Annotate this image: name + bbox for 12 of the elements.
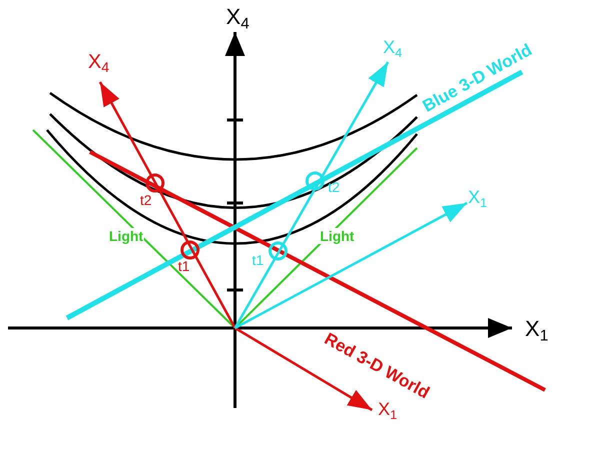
axis-label: X$_{4}$ <box>226 6 250 32</box>
axis-label: X$_{4}$ <box>88 52 110 74</box>
axis-label: X$_{4}$ <box>383 38 402 60</box>
light-label: Light <box>319 228 356 244</box>
axis-label: X$_{1}$ <box>468 188 488 210</box>
event-label: t1 <box>178 259 190 273</box>
event-label: t2 <box>328 180 340 194</box>
event-label: t2 <box>140 193 152 207</box>
axis-label: X$_{1}$ <box>378 400 398 422</box>
axis-label: X$_{1}$ <box>525 318 548 344</box>
event-label: t1 <box>252 253 264 267</box>
light-label: Light <box>108 228 144 244</box>
